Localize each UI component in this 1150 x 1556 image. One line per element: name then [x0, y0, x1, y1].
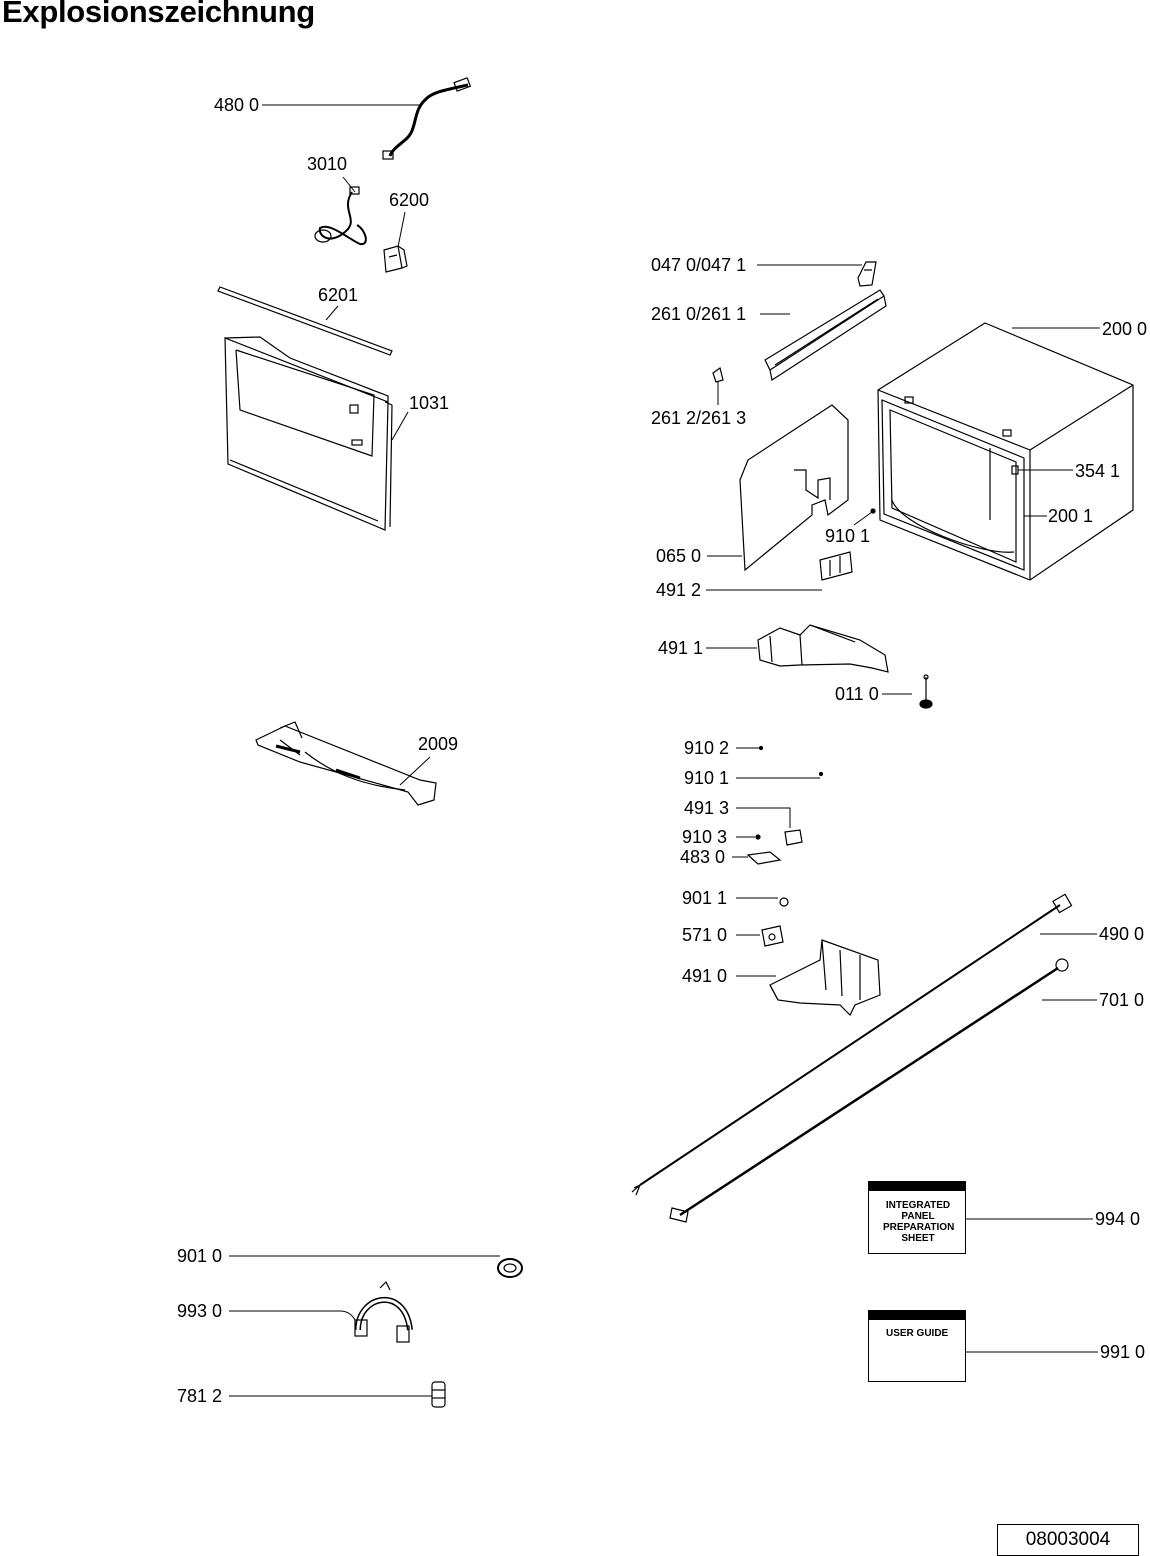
label-7010: 701 0 [1099, 990, 1145, 1010]
power-cord-4900 [631, 893, 1073, 1196]
rail-2610 [764, 289, 887, 381]
label-0470: 047 0/047 1 [651, 255, 747, 275]
sheet-header-bar [869, 1182, 965, 1191]
label-2001: 200 1 [1048, 506, 1094, 526]
base-4910 [769, 939, 881, 1017]
panel-1031 [224, 336, 393, 531]
part-2009 [255, 721, 437, 806]
label-9940: 994 0 [1095, 1209, 1141, 1229]
insulation-0650 [739, 404, 849, 572]
hinge-0470 [857, 261, 877, 287]
housing-4911 [757, 624, 889, 673]
document-number-box: 08003004 [997, 1524, 1139, 1556]
label-3541: 354 1 [1075, 461, 1121, 481]
screw-9101a [870, 508, 876, 514]
label-7812: 781 2 [177, 1386, 223, 1406]
integrated-panel-sheet-text: INTEGRATED PANEL PREPARATION SHEET [883, 1200, 955, 1244]
label-3010: 3010 [307, 154, 348, 174]
label-1031: 1031 [409, 393, 450, 413]
label-4911: 491 1 [658, 638, 704, 658]
small-parts [746, 745, 824, 947]
label-9101a: 910 1 [825, 526, 871, 546]
label-4913: 491 3 [684, 798, 730, 818]
label-9101b: 910 1 [684, 768, 730, 788]
label-9910: 991 0 [1100, 1342, 1146, 1362]
page-title: Explosionszeichnung [2, 0, 315, 29]
label-4800: 480 0 [214, 95, 260, 115]
label-2000: 200 0 [1102, 319, 1148, 339]
bracket-4912 [819, 551, 853, 581]
label-4900: 490 0 [1099, 924, 1145, 944]
strip-6201 [217, 286, 393, 356]
leader-lines [229, 104, 1100, 1397]
user-guide-sheet-text: USER GUIDE [886, 1328, 949, 1339]
label-4910: 491 0 [682, 966, 728, 986]
sheet-header-bar [869, 1311, 965, 1320]
label-9930: 993 0 [177, 1301, 223, 1321]
label-9010: 901 0 [177, 1246, 223, 1266]
clip-2612 [712, 366, 724, 383]
label-6200: 6200 [389, 190, 430, 210]
integrated-panel-sheet: INTEGRATED PANEL PREPARATION SHEET [868, 1181, 966, 1254]
user-guide-sheet: USER GUIDE [868, 1310, 966, 1382]
label-2009: 2009 [418, 734, 459, 754]
foot-0110 [919, 674, 933, 709]
label-9102: 910 2 [684, 738, 730, 758]
label-4830: 483 0 [680, 847, 726, 867]
harness-3010 [314, 186, 367, 246]
label-0110: 011 0 [835, 684, 879, 704]
label-0650: 065 0 [656, 546, 702, 566]
label-9011: 901 1 [682, 888, 728, 908]
tube-7812 [431, 1381, 446, 1408]
clamp-9010 [497, 1258, 523, 1278]
hose-7010 [669, 958, 1069, 1223]
label-6201: 6201 [318, 285, 359, 305]
label-5710: 571 0 [682, 925, 728, 945]
switch-6200 [383, 245, 408, 273]
label-2612: 261 2/261 3 [651, 408, 747, 428]
label-9103: 910 3 [682, 827, 728, 847]
cable-4800 [382, 77, 472, 160]
hose-support-9930 [354, 1280, 413, 1343]
cabinet-2000 [877, 322, 1134, 581]
label-2610: 261 0/261 1 [651, 304, 747, 324]
label-4912: 491 2 [656, 580, 702, 600]
